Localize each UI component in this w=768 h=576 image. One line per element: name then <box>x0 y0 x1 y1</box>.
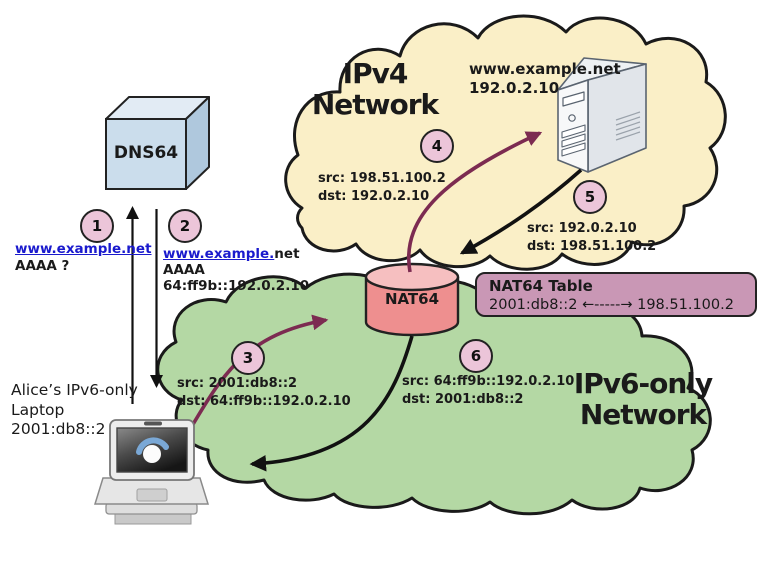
ipv6-network-line2: Network <box>579 398 707 431</box>
step6-packet-label: src: 64:ff9b::192.0.2.10 dst: 2001:db8::… <box>402 373 574 408</box>
step-circle-3: 3 <box>231 341 265 375</box>
nat64-label: NAT64 <box>384 290 440 308</box>
ipv4-network-line2: Network <box>311 88 439 121</box>
server-icon <box>557 57 647 173</box>
server-hostname: www.example.net <box>469 60 621 78</box>
step2-dns-answer: www.example.net AAAA 64:ff9b::192.0.2.10 <box>163 246 309 294</box>
nat64-cylinder <box>364 262 460 337</box>
step-number: 3 <box>242 349 254 367</box>
step2-hostname-suffix: net <box>274 246 300 262</box>
step1-dns-query: www.example.net AAAA ? <box>15 241 152 274</box>
step-number: 2 <box>179 217 191 235</box>
step4-dst: dst: 192.0.2.10 <box>318 188 430 204</box>
step-number: 1 <box>91 217 103 235</box>
arrow-step4-nat64-to-server <box>406 131 543 273</box>
laptop-icon <box>93 419 210 525</box>
step2-record-type: AAAA <box>163 262 205 278</box>
step3-packet-label: src: 2001:db8::2 dst: 64:ff9b::192.0.2.1… <box>177 375 351 410</box>
step4-packet-label: src: 198.51.100.2 dst: 192.0.2.10 <box>318 170 446 205</box>
dns64-cube <box>105 96 210 190</box>
step3-src: src: 2001:db8::2 <box>177 376 298 391</box>
laptop-device: Laptop <box>11 400 65 419</box>
step-circle-6: 6 <box>459 339 493 373</box>
laptop-address: 2001:db8::2 <box>11 420 106 438</box>
step-number: 5 <box>584 188 596 206</box>
nat64-table-mapping: 2001:db8::2 ←-----→ 198.51.100.2 <box>489 297 734 313</box>
step3-dst: dst: 64:ff9b::192.0.2.10 <box>177 393 351 409</box>
step5-packet-label: src: 192.0.2.10 dst: 198.51.100.2 <box>527 220 656 255</box>
arrow-step5-server-to-nat64 <box>459 168 583 255</box>
step-circle-2: 2 <box>168 209 202 243</box>
step5-src: src: 192.0.2.10 <box>527 221 637 236</box>
step5-dst: dst: 198.51.100.2 <box>527 238 657 254</box>
step4-src: src: 198.51.100.2 <box>318 171 446 186</box>
arrow-step6-nat64-to-laptop <box>249 335 414 472</box>
step6-src: src: 64:ff9b::192.0.2.10 <box>402 374 575 389</box>
ipv6-network-line1: IPv6-only <box>573 367 713 400</box>
server-label: www.example.net 192.0.2.10 <box>469 60 621 98</box>
ipv6-cloud-shape <box>156 272 712 516</box>
laptop-label: Alice’s IPv6-only Laptop 2001:db8::2 <box>11 381 138 440</box>
ipv4-network-label: IPv4 Network <box>301 58 449 120</box>
dns64-label: DNS64 <box>113 143 179 163</box>
step-circle-1: 1 <box>80 209 114 243</box>
step1-hostname[interactable]: www.example.net <box>15 241 152 257</box>
step6-dst: dst: 2001:db8::2 <box>402 391 524 407</box>
nat64-table: NAT64 Table 2001:db8::2 ←-----→ 198.51.1… <box>475 272 757 317</box>
step1-record-type: AAAA ? <box>15 257 70 274</box>
step-circle-5: 5 <box>573 180 607 214</box>
step-number: 6 <box>470 347 482 365</box>
step2-synth-address: 64:ff9b::192.0.2.10 <box>163 278 310 294</box>
nat64-table-title: NAT64 Table <box>489 277 593 295</box>
step-number: 4 <box>431 137 443 155</box>
ipv6-network-label: IPv6-only Network <box>572 368 714 430</box>
step2-hostname[interactable]: www.example. <box>163 246 275 262</box>
step-circle-4: 4 <box>420 129 454 163</box>
laptop-owner: Alice’s IPv6-only <box>11 381 138 399</box>
ipv4-network-line1: IPv4 <box>342 57 409 90</box>
server-ip: 192.0.2.10 <box>469 79 560 97</box>
ipv4-cloud-shape <box>284 14 727 271</box>
